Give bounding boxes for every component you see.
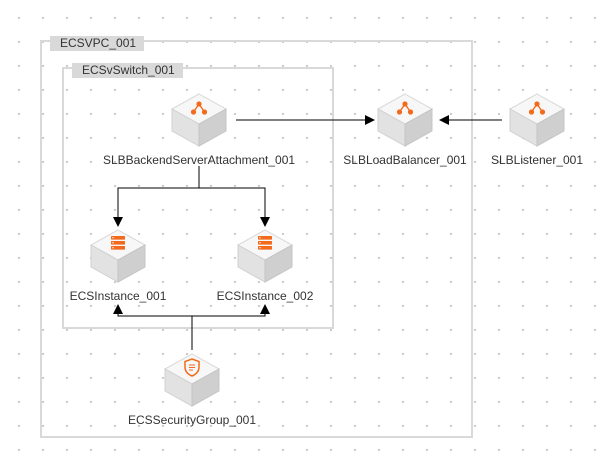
ecs-server-icon	[236, 229, 294, 283]
listener-label: SLBListener_001	[490, 153, 584, 167]
instance1-label: ECSInstance_001	[69, 289, 167, 303]
loadbalancer-label: SLBLoadBalancer_001	[343, 153, 467, 167]
vpc-group-label: ECSVPC_001	[50, 36, 145, 51]
attachment-label: SLBBackendServerAttachment_001	[102, 153, 296, 167]
securitygroup-label: ECSSecurityGroup_001	[127, 413, 257, 427]
node-slb-load-balancer[interactable]	[375, 92, 435, 153]
node-slb-listener[interactable]	[507, 92, 567, 153]
vswitch-group-label: ECSvSwitch_001	[72, 63, 183, 78]
ecs-server-icon	[89, 229, 147, 283]
edge-securitygroup-to-instance2	[192, 304, 270, 317]
edge-attachment-to-instance2	[199, 187, 270, 227]
vswitch-group[interactable]: ECSvSwitch_001	[62, 63, 334, 329]
vpc-group[interactable]: ECSVPC_001	[40, 36, 473, 438]
node-ecs-instance-1[interactable]	[88, 228, 148, 289]
slb-icon	[508, 93, 566, 147]
edge-securitygroup-to-instance1	[113, 304, 193, 350]
node-ecs-security-group[interactable]	[162, 352, 222, 413]
slb-icon	[376, 93, 434, 147]
node-ecs-instance-2[interactable]	[235, 228, 295, 289]
slb-icon	[170, 93, 228, 147]
instance2-label: ECSInstance_002	[216, 289, 314, 303]
node-slb-backend-server-attachment[interactable]	[169, 92, 229, 153]
edge-attachment-to-instance1	[113, 166, 200, 227]
security-shield-icon	[163, 353, 221, 407]
